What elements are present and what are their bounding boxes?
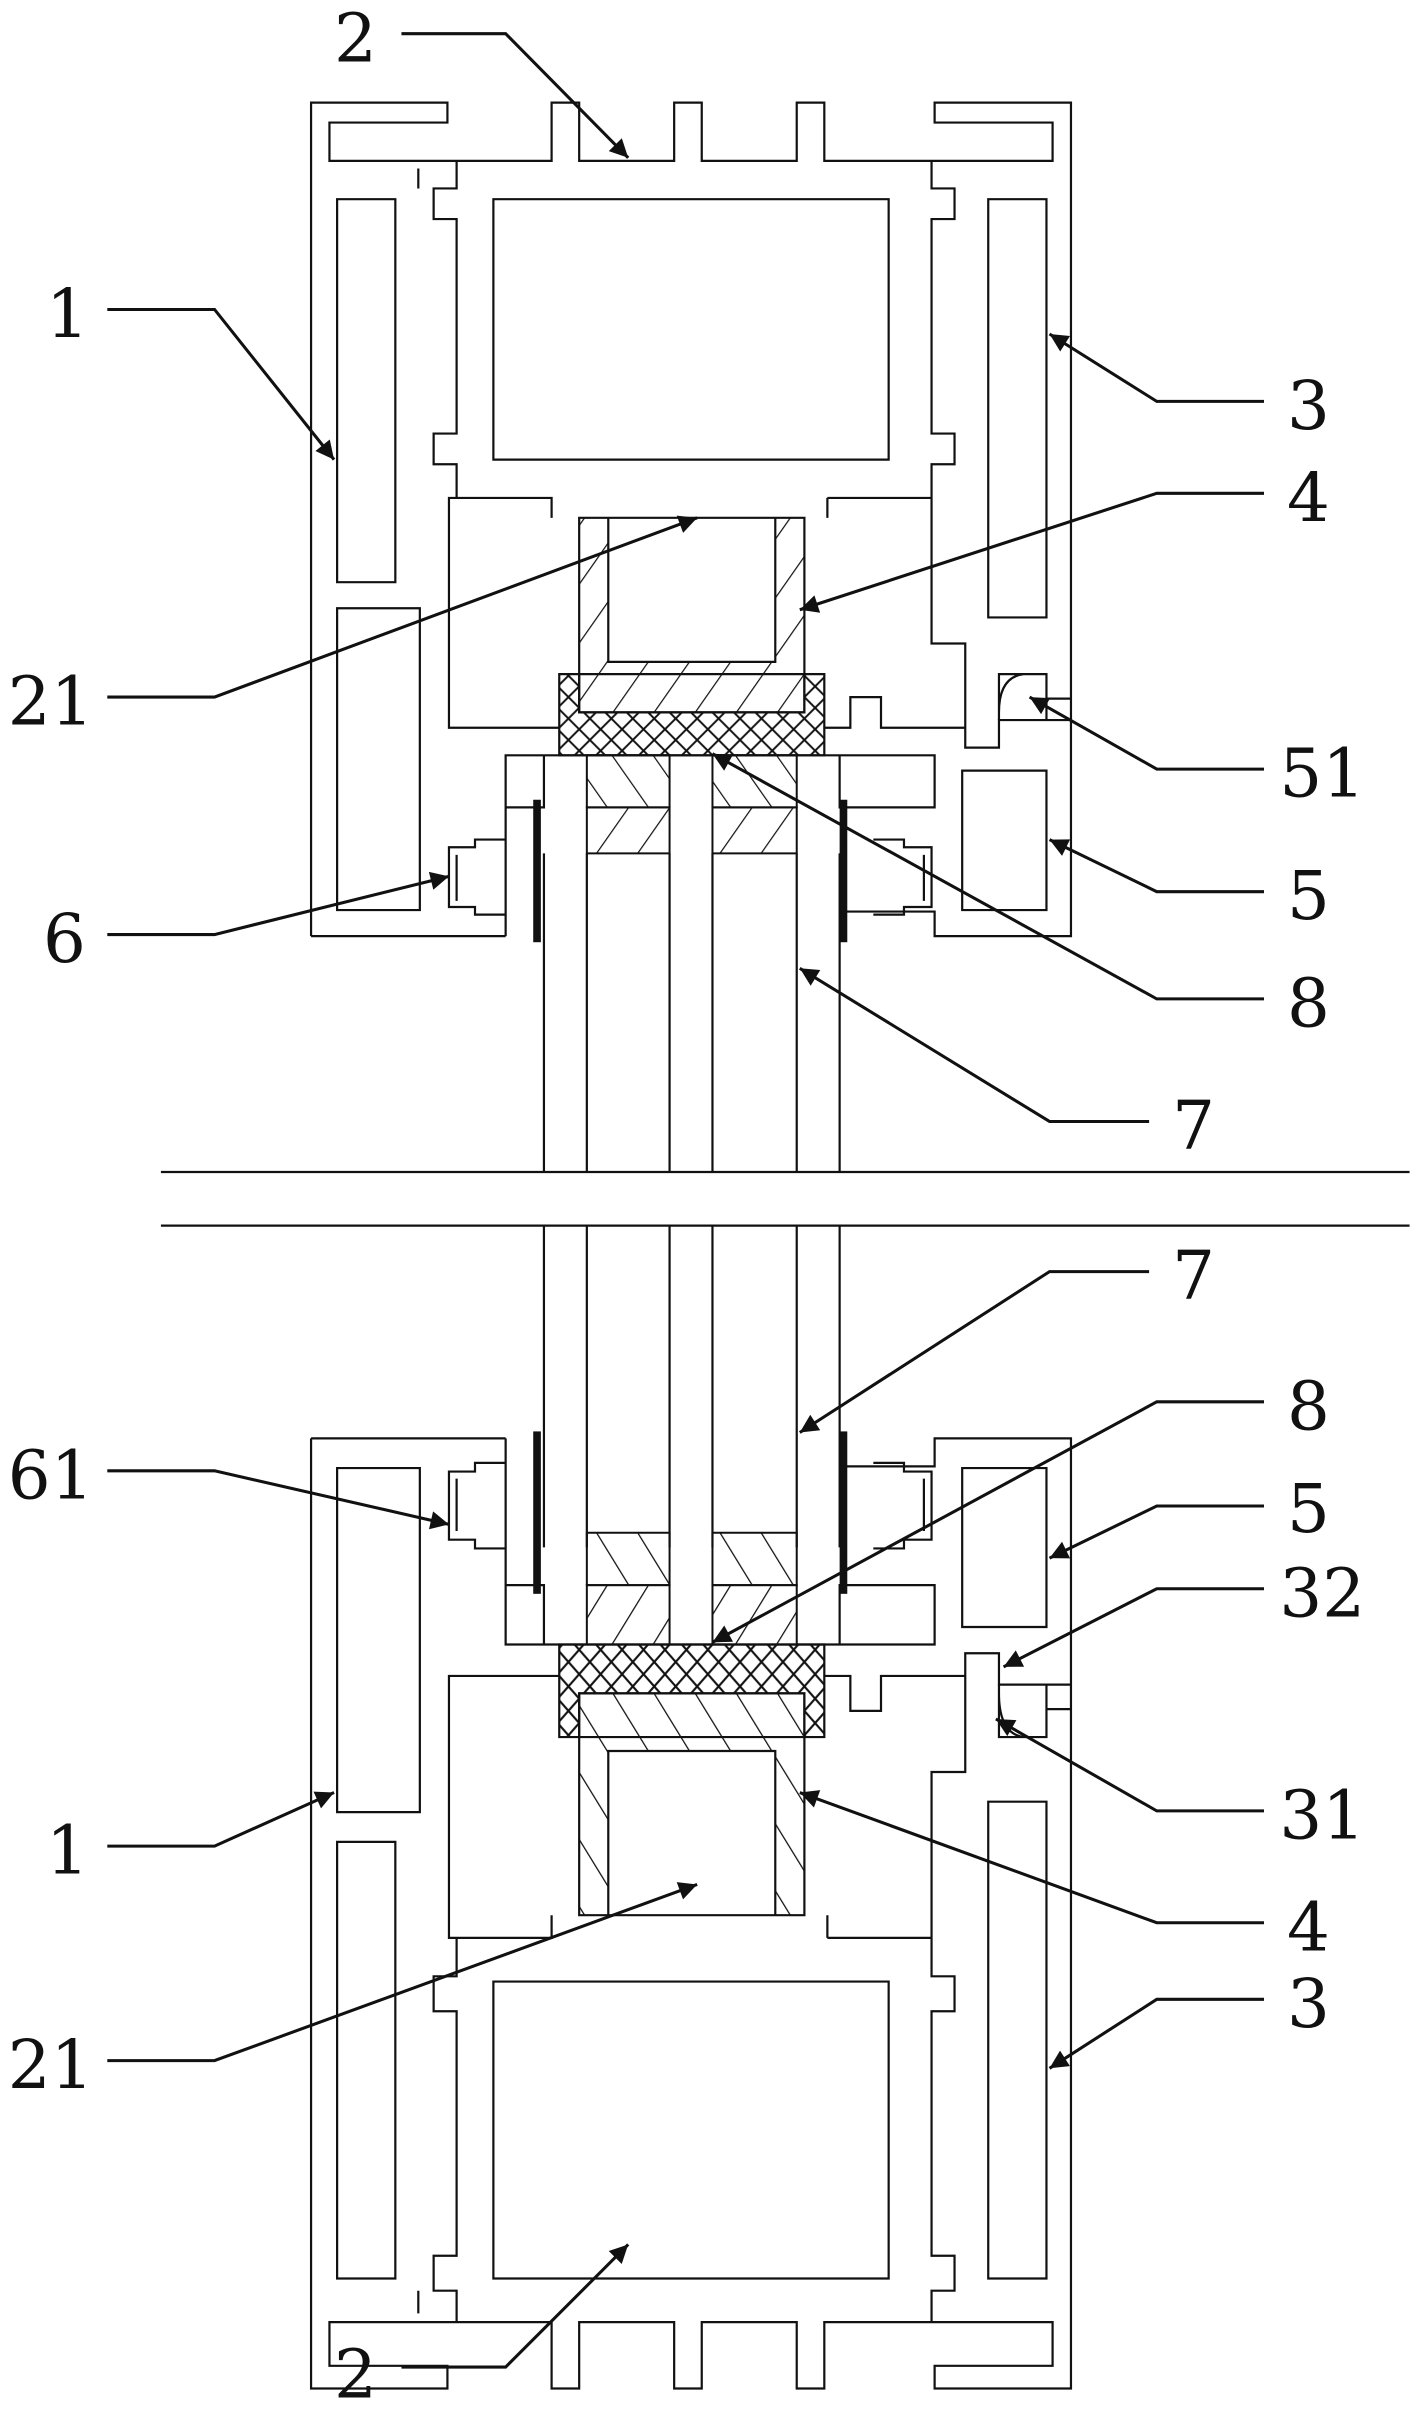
label-5-lower: 5 [1287, 1469, 1330, 1548]
label-4-lower: 4 [1287, 1887, 1330, 1966]
leader-lines [107, 32, 1265, 2369]
label-21: 21 [8, 662, 94, 741]
reference-labels: 2 1 3 4 21 51 5 6 8 7 7 8 61 5 32 31 1 4… [8, 0, 1365, 2413]
label-2-lower: 2 [334, 2335, 377, 2413]
label-4: 4 [1287, 458, 1330, 537]
label-7-lower: 7 [1172, 1236, 1215, 1315]
glass-panel [544, 853, 840, 1547]
label-5: 5 [1287, 856, 1330, 935]
label-31: 31 [1279, 1775, 1365, 1854]
label-3-lower: 3 [1287, 1964, 1330, 2043]
lower-frame-section [309, 1429, 1073, 2391]
label-7: 7 [1172, 1086, 1215, 1165]
label-6: 6 [43, 899, 86, 978]
label-1-lower: 1 [46, 1811, 89, 1890]
label-8-lower: 8 [1287, 1366, 1330, 1445]
label-1: 1 [46, 274, 89, 353]
upper-frame-section [309, 100, 1073, 944]
label-8: 8 [1287, 963, 1330, 1042]
label-32: 32 [1279, 1553, 1365, 1632]
label-61: 61 [8, 1435, 94, 1514]
label-2: 2 [334, 0, 377, 77]
label-21-lower: 21 [8, 2025, 94, 2104]
label-51: 51 [1279, 734, 1365, 813]
label-3: 3 [1287, 366, 1330, 445]
break-lines [161, 1172, 1410, 1226]
